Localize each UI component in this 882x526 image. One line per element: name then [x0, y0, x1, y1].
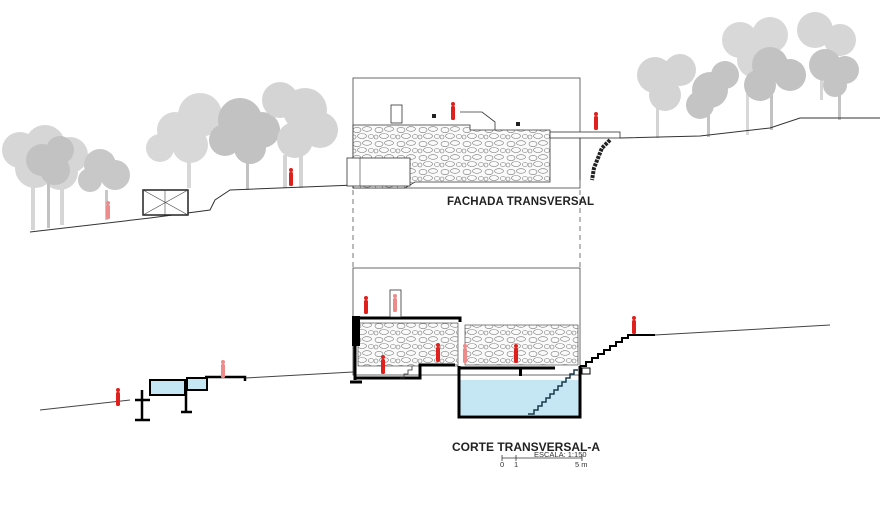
garage-door: [142, 189, 189, 216]
human-figure-icon: [221, 360, 225, 378]
scale-label: ESCALA: 1:150: [534, 450, 587, 459]
human-figure-icon: [632, 316, 636, 334]
section-title: CORTE TRANSVERSAL-A: [452, 440, 601, 454]
tree-icon: [637, 54, 696, 138]
trees-left: [2, 82, 338, 230]
small-pool: [186, 377, 208, 391]
human-figure-icon: [381, 355, 385, 374]
human-figure-icon: [106, 201, 110, 219]
tree-icon: [744, 47, 806, 130]
scale-tick-0: 0: [500, 460, 505, 469]
rock-retaining-wall: [590, 138, 612, 181]
human-figure-icon: [594, 112, 598, 130]
interior-stair: [400, 366, 413, 379]
tree-icon: [78, 149, 130, 220]
human-figure-icon: [463, 344, 467, 363]
human-figure-icon: [289, 168, 293, 186]
exterior-stair: [580, 334, 655, 367]
tree-icon: [26, 136, 74, 228]
stone-wall-section: [464, 324, 579, 366]
pool-stair: [528, 369, 578, 415]
tree-icon: [146, 93, 222, 188]
elevation-title: FACHADA TRANSVERSAL: [447, 196, 595, 208]
scale-bar: [501, 455, 583, 461]
glazing-box: [346, 157, 411, 187]
ground-line-left: [29, 184, 356, 233]
small-pool: [149, 379, 186, 396]
scale-tick-5m: 5 m: [575, 460, 588, 469]
human-figure-icon: [436, 343, 440, 362]
tree-icon: [262, 82, 338, 188]
tree-icon: [686, 61, 739, 137]
tree-icon: [209, 98, 280, 190]
trees-right: [637, 12, 859, 138]
ground-line: [654, 324, 831, 336]
elevation-drawing: [2, 12, 880, 233]
human-figure-icon: [514, 344, 518, 363]
human-figure-icon: [451, 102, 455, 120]
human-figure-icon: [364, 296, 368, 314]
roof-stair: [460, 111, 496, 130]
terrace-slab: [549, 131, 621, 139]
scale-tick-1: 1: [514, 460, 519, 469]
human-figure-icon: [116, 388, 120, 406]
human-figure-icon: [393, 294, 397, 312]
stone-wall-section: [357, 322, 459, 367]
section-drawing: [39, 267, 831, 422]
pool-walls: [457, 366, 582, 419]
pool-structure: [135, 375, 247, 422]
ground-line: [244, 371, 354, 379]
tree-icon: [809, 49, 859, 120]
skylight: [390, 104, 403, 124]
ground-line-right: [619, 117, 880, 139]
ground-line: [39, 399, 131, 411]
